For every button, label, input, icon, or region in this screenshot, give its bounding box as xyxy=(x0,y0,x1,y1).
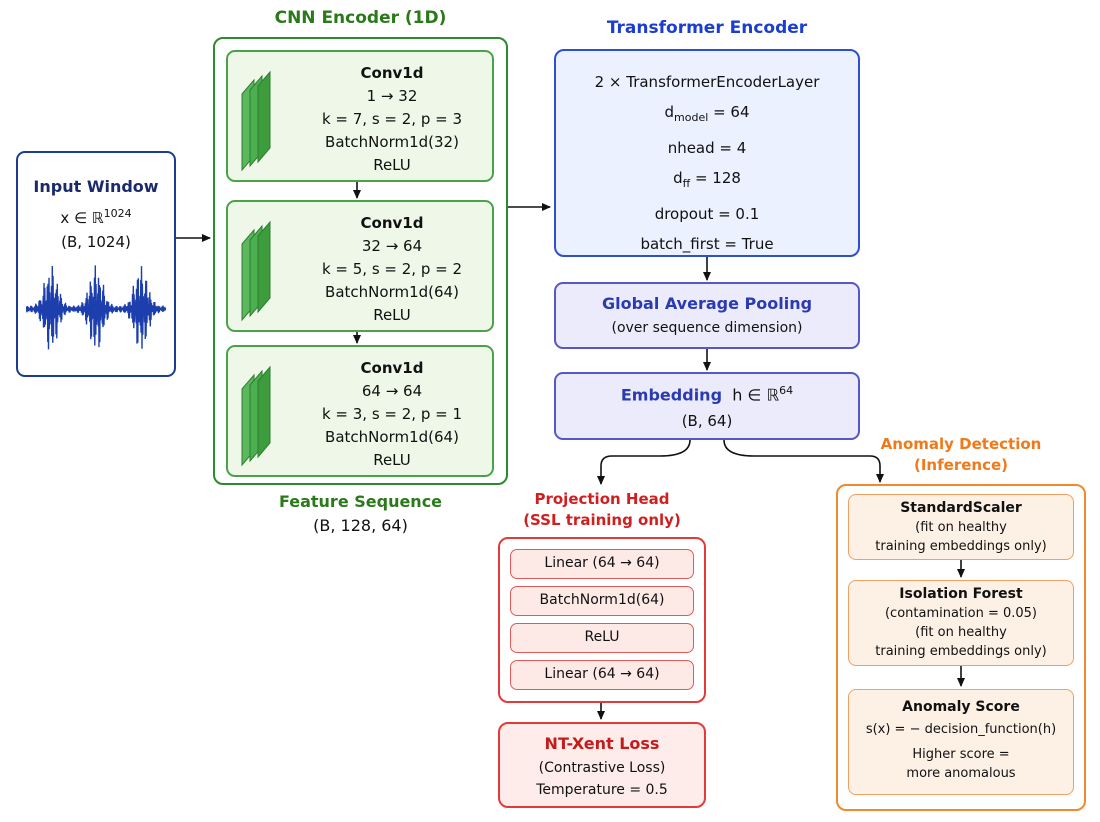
embedding-shape: (B, 64) xyxy=(681,412,733,430)
conv-channels: 1 → 32 xyxy=(366,87,418,105)
transformer-params: 2 × TransformerEncoderLayer dmodel = 64 … xyxy=(556,67,858,259)
global-average-pooling-box: Global Average Pooling (over sequence di… xyxy=(554,282,860,349)
embedding-math-sup: 64 xyxy=(779,384,794,397)
input-window-title: Input Window xyxy=(33,177,159,196)
conv-layer-icon xyxy=(241,365,271,467)
conv-block-3: Conv1d 64 → 64 k = 3, s = 2, p = 1 Batch… xyxy=(226,345,494,477)
input-shape: (B, 1024) xyxy=(61,233,131,251)
projection-title-line2: (SSL training only) xyxy=(523,511,681,529)
forest-line2: (fit on healthy xyxy=(915,625,1007,640)
anomaly-title-line1: Anomaly Detection xyxy=(880,435,1042,453)
conv-block-1-text: Conv1d 1 → 32 k = 7, s = 2, p = 3 BatchN… xyxy=(298,62,486,177)
projection-title-line1: Projection Head xyxy=(534,490,670,508)
pooling-title: Global Average Pooling xyxy=(601,294,813,313)
d-ff-sub: ff xyxy=(682,177,691,190)
arrow-embedding-to-anomaly xyxy=(723,439,884,483)
d-ff-value: = 128 xyxy=(694,169,741,187)
conv-name: Conv1d xyxy=(360,64,424,82)
conv-norm: BatchNorm1d(64) xyxy=(325,283,459,301)
conv-block-1: Conv1d 1 → 32 k = 7, s = 2, p = 3 BatchN… xyxy=(226,50,494,182)
conv-norm: BatchNorm1d(64) xyxy=(325,428,459,446)
forest-title: Isolation Forest xyxy=(899,586,1023,602)
waveform-graphic xyxy=(26,265,166,350)
conv-channels: 32 → 64 xyxy=(361,237,423,255)
anomaly-detection-box xyxy=(836,484,1086,811)
conv-layer-icon xyxy=(241,220,271,322)
embedding-title: Embedding xyxy=(620,385,723,405)
conv-name: Conv1d xyxy=(360,359,424,377)
dropout: dropout = 0.1 xyxy=(654,205,760,223)
embedding-math: h ∈ ℝ xyxy=(732,385,780,405)
batch-first: batch_first = True xyxy=(640,235,774,253)
projection-layer-relu: ReLU xyxy=(510,623,694,653)
d-ff-base: d xyxy=(673,169,683,187)
conv-layer-icon xyxy=(241,70,271,172)
anomaly-score-box: Anomaly Score s(x) = − decision_function… xyxy=(848,689,1074,795)
cnn-encoder-box xyxy=(213,37,508,485)
projection-head-box xyxy=(498,537,706,703)
pooling-subtitle: (over sequence dimension) xyxy=(611,320,803,336)
conv-params: k = 7, s = 2, p = 3 xyxy=(321,110,463,128)
isolation-forest-box: Isolation Forest (contamination = 0.05) … xyxy=(848,580,1074,666)
embedding-line: Embedding h ∈ ℝ64 xyxy=(556,384,858,404)
conv-params: k = 3, s = 2, p = 1 xyxy=(321,405,463,423)
forest-line3: training embeddings only) xyxy=(875,644,1047,659)
input-math-text: x ∈ ℝ xyxy=(60,209,104,227)
conv-channels: 64 → 64 xyxy=(361,382,423,400)
score-formula: s(x) = − decision_function(h) xyxy=(865,722,1057,737)
feature-sequence-title: Feature Sequence xyxy=(278,492,443,511)
embedding-box: Embedding h ∈ ℝ64 (B, 64) xyxy=(554,372,860,440)
anomaly-title: Anomaly Detection (Inference) xyxy=(836,434,1086,476)
conv-params: k = 5, s = 2, p = 2 xyxy=(321,260,463,278)
conv-activation: ReLU xyxy=(373,156,411,174)
input-window-box: Input Window x ∈ ℝ1024 (B, 1024) xyxy=(16,151,176,377)
loss-subtitle: (Contrastive Loss) xyxy=(538,760,666,776)
conv-activation: ReLU xyxy=(373,306,411,324)
anomaly-title-line2: (Inference) xyxy=(914,456,1008,474)
input-math-sup: 1024 xyxy=(103,207,132,220)
nhead: nhead = 4 xyxy=(667,139,747,157)
loss-title: NT-Xent Loss xyxy=(544,734,660,753)
scaler-line1: (fit on healthy xyxy=(915,520,1007,535)
cnn-title: CNN Encoder (1D) xyxy=(274,8,447,28)
scaler-line2: training embeddings only) xyxy=(875,539,1047,554)
score-line1: Higher score = xyxy=(912,747,1010,762)
standard-scaler-box: StandardScaler (fit on healthy training … xyxy=(848,494,1074,560)
projection-layer-linear-2: Linear (64 → 64) xyxy=(510,660,694,690)
scaler-title: StandardScaler xyxy=(900,500,1022,516)
nt-xent-loss-box: NT-Xent Loss (Contrastive Loss) Temperat… xyxy=(498,722,706,808)
conv-norm: BatchNorm1d(32) xyxy=(325,133,459,151)
projection-layer-linear-1: Linear (64 → 64) xyxy=(510,549,694,579)
feature-sequence-shape: (B, 128, 64) xyxy=(313,516,408,535)
arrow-embedding-to-projection xyxy=(597,439,691,485)
score-line2: more anomalous xyxy=(906,766,1016,781)
conv-activation: ReLU xyxy=(373,451,411,469)
conv-block-2: Conv1d 32 → 64 k = 5, s = 2, p = 2 Batch… xyxy=(226,200,494,332)
input-math: x ∈ ℝ1024 xyxy=(18,207,174,227)
forest-line1: (contamination = 0.05) xyxy=(884,606,1038,621)
conv-block-2-text: Conv1d 32 → 64 k = 5, s = 2, p = 2 Batch… xyxy=(298,212,486,327)
d-model-sub: model xyxy=(674,111,709,124)
conv-name: Conv1d xyxy=(360,214,424,232)
projection-title: Projection Head (SSL training only) xyxy=(498,489,706,531)
projection-layer-batchnorm: BatchNorm1d(64) xyxy=(510,586,694,616)
transformer-layer: 2 × TransformerEncoderLayer xyxy=(594,73,820,91)
conv-block-3-text: Conv1d 64 → 64 k = 3, s = 2, p = 1 Batch… xyxy=(298,357,486,472)
transformer-title: Transformer Encoder xyxy=(606,18,808,38)
d-model-value: = 64 xyxy=(713,103,750,121)
score-title: Anomaly Score xyxy=(902,699,1020,715)
loss-temperature: Temperature = 0.5 xyxy=(536,782,668,798)
d-model: dmodel = 64 xyxy=(556,97,858,133)
d-ff: dff = 128 xyxy=(556,163,858,199)
d-model-base: d xyxy=(664,103,675,121)
transformer-box: 2 × TransformerEncoderLayer dmodel = 64 … xyxy=(554,49,860,257)
